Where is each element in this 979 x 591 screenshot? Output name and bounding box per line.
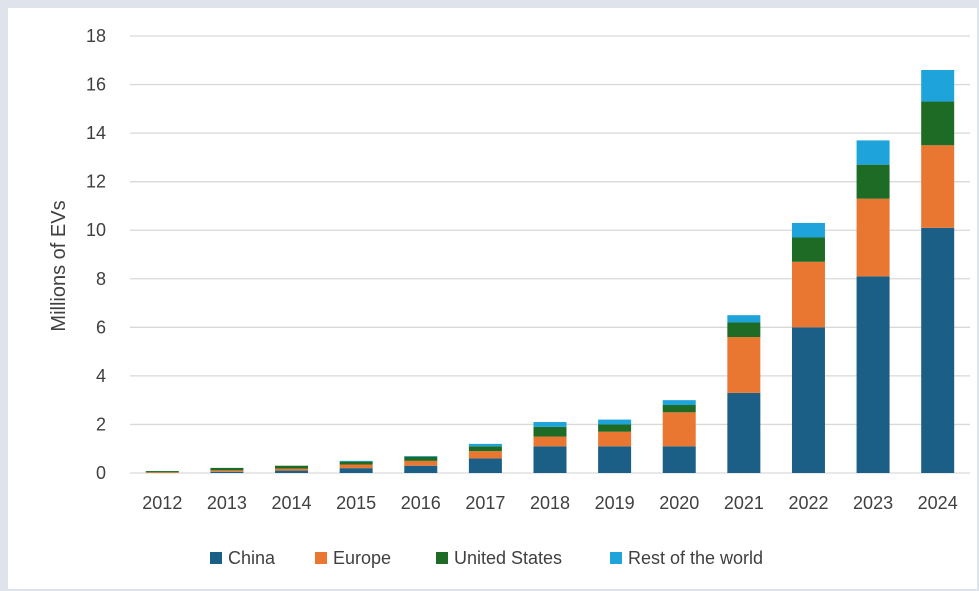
bar-segment <box>662 446 696 473</box>
bar-segment <box>921 69 955 102</box>
bar-segment <box>662 412 696 447</box>
bar-segment <box>533 436 567 447</box>
bar-segment <box>727 337 761 393</box>
bar-segment <box>662 405 696 413</box>
bar-segment <box>727 392 761 473</box>
y-tick-label: 18 <box>86 26 106 46</box>
bar-segment <box>598 446 632 473</box>
gridlines <box>130 35 970 474</box>
bar-segment <box>339 460 373 462</box>
legend-label: Europe <box>333 548 391 568</box>
x-tick-label: 2016 <box>401 493 441 513</box>
legend-swatch <box>436 552 448 564</box>
x-tick-label: 2012 <box>142 493 182 513</box>
bar-segment <box>921 101 955 146</box>
bar-segment <box>275 470 309 473</box>
bar-segment <box>598 424 632 432</box>
bar-segment <box>145 472 179 473</box>
y-tick-labels: 0 2 4 6 8 10 12 14 16 18 <box>86 26 106 483</box>
y-tick-label: 12 <box>86 172 106 192</box>
legend-swatch <box>315 552 327 564</box>
stacked-bar-chart: 0 2 4 6 8 10 12 14 16 18 2012 2013 2014 2015 2016 2017… <box>48 26 970 568</box>
bar-segment <box>921 227 955 473</box>
bar-segment <box>856 276 890 473</box>
bar-segment <box>404 465 438 473</box>
bar-segment <box>468 451 502 459</box>
x-tick-label: 2020 <box>659 493 699 513</box>
y-tick-label: 16 <box>86 75 106 95</box>
bar-segment <box>662 400 696 406</box>
bar-segment <box>533 446 567 473</box>
bar-segment <box>468 443 502 447</box>
x-tick-label: 2023 <box>853 493 893 513</box>
y-tick-label: 14 <box>86 123 106 143</box>
legend: China Europe United States Rest of the worl… <box>210 548 763 568</box>
y-tick-label: 8 <box>96 269 106 289</box>
bar-segment <box>727 315 761 323</box>
bar-segment <box>145 471 179 473</box>
bar-segment <box>856 164 890 199</box>
y-tick-label: 4 <box>96 366 106 386</box>
bar-segment <box>856 140 890 165</box>
x-tick-label: 2024 <box>918 493 958 513</box>
x-tick-label: 2017 <box>465 493 505 513</box>
bar-segment <box>598 419 632 425</box>
chart-frame: 0 2 4 6 8 10 12 14 16 18 2012 2013 2014 2015 2016 2017… <box>8 8 977 589</box>
y-tick-label: 6 <box>96 317 106 337</box>
y-tick-label: 10 <box>86 220 106 240</box>
bar-segment <box>404 456 438 461</box>
x-tick-label: 2014 <box>272 493 312 513</box>
legend-label: China <box>228 548 276 568</box>
legend-swatch <box>610 552 622 564</box>
bar-segment <box>727 322 761 338</box>
y-tick-label: 0 <box>96 463 106 483</box>
bar-segment <box>275 465 309 469</box>
bar-segment <box>791 237 825 262</box>
bar-segment <box>210 470 244 472</box>
x-tick-label: 2015 <box>336 493 376 513</box>
bars <box>145 69 955 473</box>
legend-label: Rest of the world <box>628 548 763 568</box>
x-tick-label: 2018 <box>530 493 570 513</box>
bar-segment <box>339 468 373 473</box>
bar-segment <box>598 431 632 447</box>
bar-segment <box>468 458 502 473</box>
bar-segment <box>856 198 890 277</box>
y-tick-label: 2 <box>96 414 106 434</box>
bar-segment <box>921 145 955 228</box>
legend-swatch <box>210 552 222 564</box>
bar-segment <box>791 261 825 328</box>
bar-segment <box>533 422 567 427</box>
x-tick-label: 2022 <box>788 493 828 513</box>
bar-segment <box>533 426 567 437</box>
bar-segment <box>468 446 502 452</box>
bar-segment <box>339 461 373 465</box>
x-tick-label: 2021 <box>724 493 764 513</box>
legend-label: United States <box>454 548 562 568</box>
y-axis-label: Millions of EVs <box>48 200 70 331</box>
bar-segment <box>339 464 373 469</box>
bar-segment <box>210 467 244 471</box>
x-tick-label: 2013 <box>207 493 247 513</box>
bar-segment <box>210 471 244 473</box>
bar-segment <box>791 327 825 473</box>
bar-segment <box>275 468 309 471</box>
x-tick-labels: 2012 2013 2014 2015 2016 2017 2018 2019 2020 2021… <box>142 493 957 513</box>
bar-segment <box>791 222 825 238</box>
x-tick-label: 2019 <box>595 493 635 513</box>
bar-segment <box>404 456 438 457</box>
bar-segment <box>404 460 438 466</box>
